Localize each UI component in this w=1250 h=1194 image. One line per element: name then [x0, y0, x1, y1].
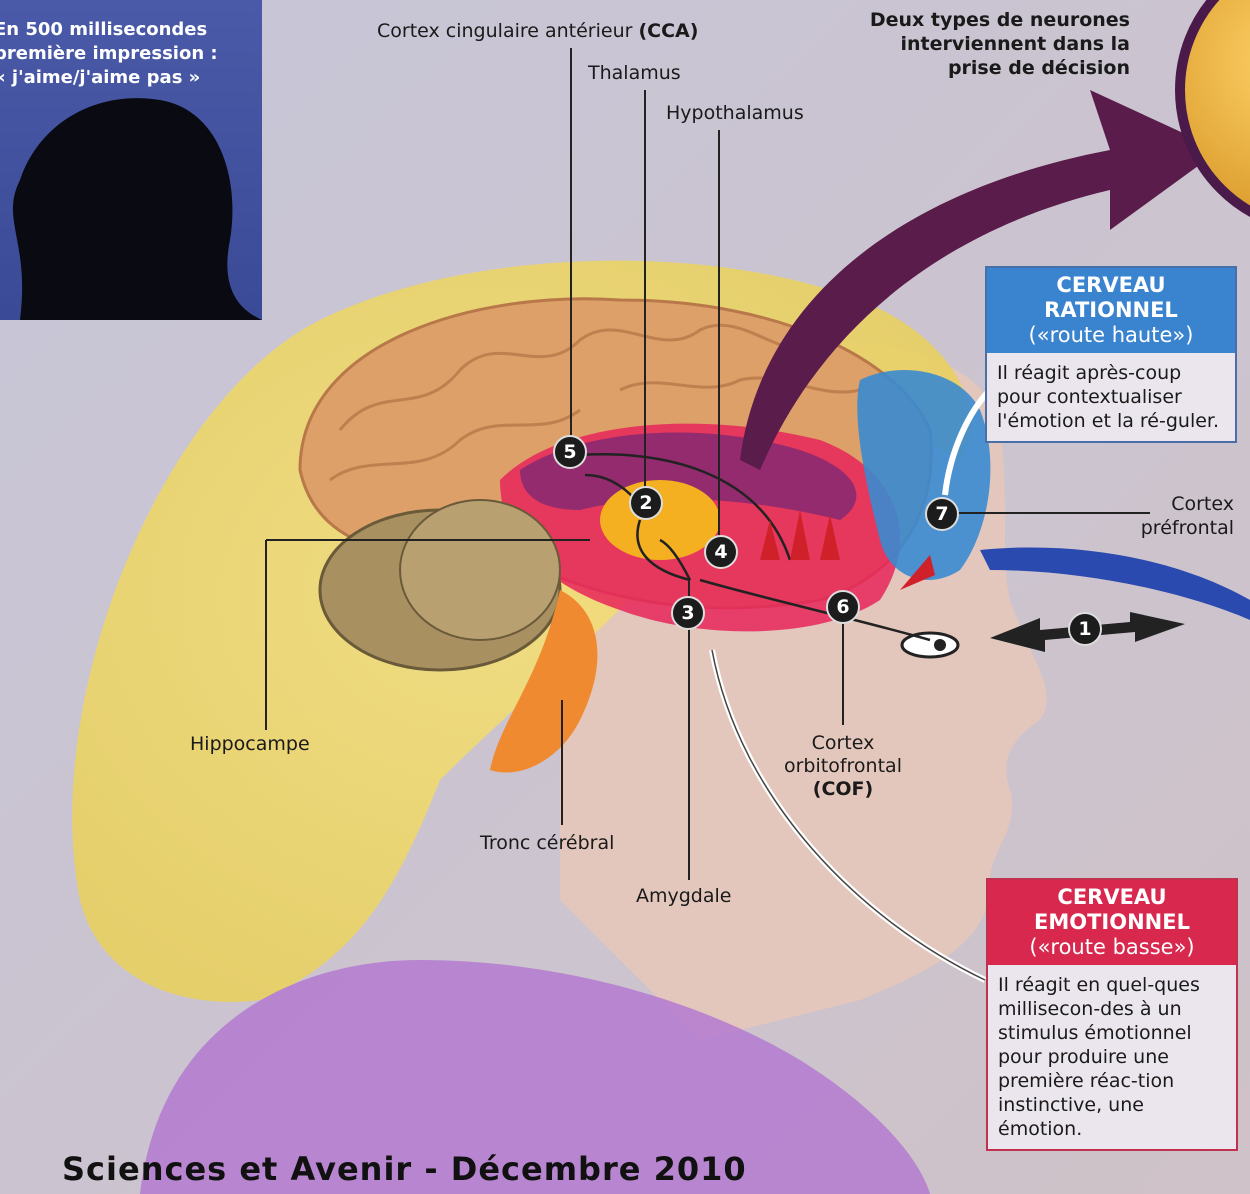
marker-6: 6 [826, 590, 860, 624]
label-cca-abbr: (CCA) [638, 20, 698, 42]
emotional-title-1: CERVEAU [992, 885, 1232, 910]
label-hippocampe: Hippocampe [190, 733, 310, 755]
emotional-brain-box: CERVEAU EMOTIONNEL («route basse») Il ré… [986, 878, 1238, 1151]
decision-note: Deux types de neurones interviennent dan… [858, 8, 1130, 80]
label-tronc-cerebral: Tronc cérébral [480, 832, 614, 854]
label-cca: Cortex cingulaire antérieur (CCA) [377, 20, 698, 42]
label-cof-abbr: (COF) [813, 778, 873, 800]
label-thalamus: Thalamus [588, 62, 681, 84]
inset-line-3: « j'aime/j'aime pas » [0, 66, 262, 90]
thalamus-region [600, 480, 720, 560]
marker-1: 1 [1068, 612, 1102, 646]
rational-brain-box: CERVEAU RATIONNEL («route haute») Il réa… [985, 266, 1237, 443]
label-hypothalamus: Hypothalamus [666, 102, 804, 124]
marker-4: 4 [704, 535, 738, 569]
cerebellum-inner [400, 500, 560, 640]
marker-2: 2 [629, 486, 663, 520]
source-credit: Sciences et Avenir - Décembre 2010 [62, 1150, 747, 1188]
rational-title-1: CERVEAU [991, 273, 1231, 298]
emotional-box-body: Il réagit en quel-ques millisecon-des à … [988, 965, 1236, 1149]
marker-7: 7 [925, 497, 959, 531]
inset-line-2: première impression : [0, 42, 262, 66]
eye [902, 633, 958, 657]
first-impression-inset: En 500 millisecondes première impression… [0, 0, 262, 320]
rational-box-header: CERVEAU RATIONNEL («route haute») [987, 268, 1235, 353]
rational-box-body: Il réagit après-coup pour contextualiser… [987, 353, 1235, 441]
label-cortex-prefrontal: Cortex préfrontal [1100, 492, 1234, 540]
label-cof: Cortex orbitofrontal (COF) [760, 732, 926, 801]
emotional-title-2: EMOTIONNEL [992, 910, 1232, 935]
rational-subtitle: («route haute») [991, 323, 1231, 348]
rational-title-2: RATIONNEL [991, 298, 1231, 323]
label-amygdale: Amygdale [636, 885, 731, 907]
label-cof-text: Cortex orbitofrontal [760, 732, 926, 778]
emotional-subtitle: («route basse») [992, 935, 1232, 960]
marker-5: 5 [553, 435, 587, 469]
label-cca-text: Cortex cingulaire antérieur [377, 20, 638, 42]
marker-3: 3 [671, 596, 705, 630]
inset-text: En 500 millisecondes première impression… [0, 18, 262, 90]
emotional-box-header: CERVEAU EMOTIONNEL («route basse») [988, 880, 1236, 965]
inset-line-1: En 500 millisecondes [0, 18, 262, 42]
